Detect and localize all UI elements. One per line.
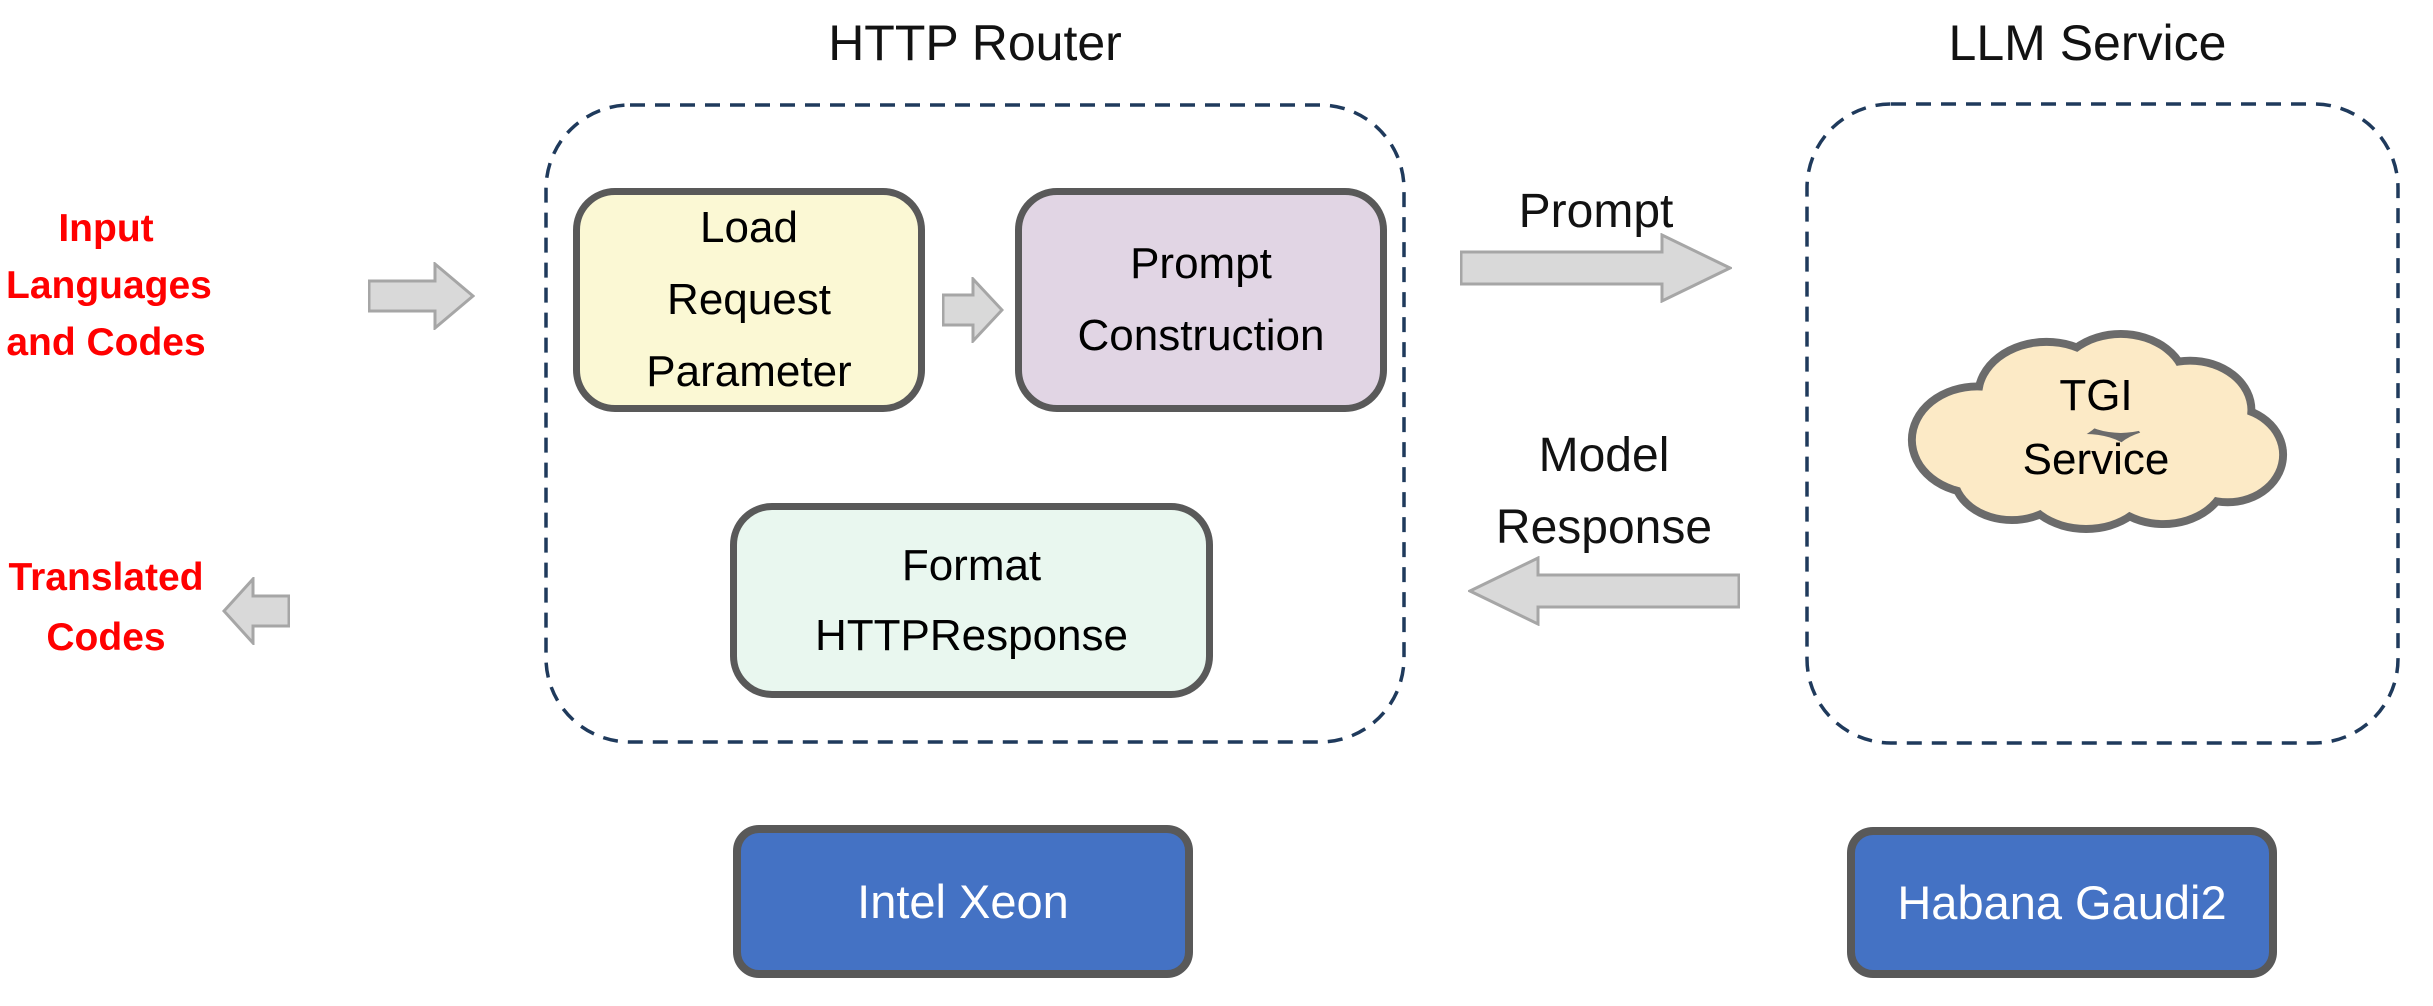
node-text-line: Construction — [1077, 311, 1325, 360]
translated-codes-label: Translated Codes — [6, 548, 206, 668]
node-text-line: Prompt — [1130, 239, 1272, 288]
node-text-line: Load — [700, 203, 798, 252]
node-text-line: Format — [901, 540, 1042, 590]
http-router-title: HTTP Router — [828, 15, 1122, 71]
input-label-line: and Codes — [6, 321, 206, 364]
node-text-line: Parameter — [646, 347, 852, 396]
tgi-cloud-label: TGI Service — [1898, 364, 2294, 492]
input-arrow-icon — [368, 262, 475, 330]
intel-xeon-chip: Intel Xeon — [733, 825, 1193, 978]
tgi-cloud-line: Service — [2022, 435, 2170, 484]
llm-service-dashed-border — [1805, 102, 2400, 745]
model-response-arrow-icon — [1468, 556, 1740, 626]
prompt-arrow-icon — [1460, 233, 1732, 303]
input-label-line: Input — [58, 207, 154, 250]
llm-service-title: LLM Service — [1948, 15, 2227, 71]
model-response-flow-label: Model Response — [1466, 420, 1742, 564]
tgi-cloud-shape — [1898, 316, 2294, 544]
input-languages-label: Input Languages and Codes — [6, 200, 212, 371]
tgi-cloud-line: TGI — [2059, 371, 2133, 420]
node-text-line: HTTPResponse — [814, 610, 1128, 660]
model-response-line: Response — [1495, 501, 1713, 554]
step-arrow-icon — [942, 277, 1004, 343]
model-response-line: Model — [1538, 429, 1670, 482]
node-prompt-construction: Prompt Construction — [1015, 188, 1387, 412]
node-format-httpresponse: Format HTTPResponse — [730, 503, 1213, 698]
habana-gaudi2-label: Habana Gaudi2 — [1897, 876, 2227, 929]
habana-gaudi2-chip: Habana Gaudi2 — [1847, 827, 2277, 978]
translated-arrow-icon — [222, 577, 290, 645]
node-load-request-parameter: Load Request Parameter — [573, 188, 925, 412]
translated-label-line: Codes — [46, 616, 166, 659]
intel-xeon-label: Intel Xeon — [857, 875, 1069, 928]
prompt-flow-label: Prompt — [1518, 185, 1674, 238]
input-label-line: Languages — [6, 264, 212, 307]
node-text-line: Request — [667, 275, 831, 324]
http-router-dashed-border — [544, 103, 1406, 744]
translated-label-line: Translated — [8, 556, 204, 599]
